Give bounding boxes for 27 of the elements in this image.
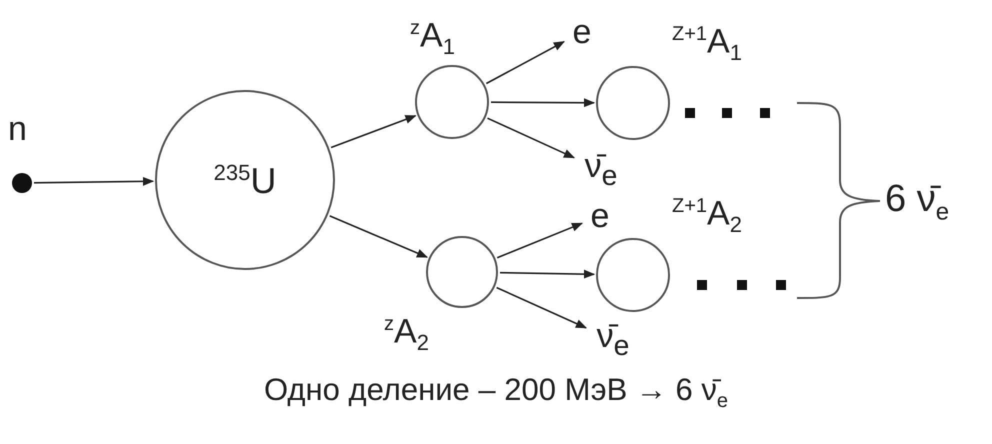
- nucleus-circle: [426, 236, 498, 308]
- nucleus-circle: [415, 65, 489, 139]
- node-label: $^{Z+1}$A$_{1}$: [672, 24, 742, 64]
- particle-dot: [12, 173, 32, 193]
- arrow: [500, 270, 596, 279]
- particle-label: ν̄$_{e}$: [588, 318, 638, 362]
- arrow: [496, 222, 584, 258]
- nucleus-circle: [596, 238, 670, 312]
- arrow: [486, 40, 565, 84]
- arrow: [330, 115, 417, 148]
- arrow: [34, 176, 154, 186]
- nucleus-circle: [596, 66, 670, 140]
- node-label: $^{z}$A$_{1}$: [410, 18, 455, 58]
- arrow: [491, 98, 596, 108]
- nucleus-circle: [155, 90, 335, 270]
- node-label: $^{Z+1}$A$_{2}$: [672, 196, 742, 236]
- arrow: [329, 215, 428, 258]
- particle-label: e: [566, 14, 598, 50]
- arrow: [487, 117, 576, 158]
- sum-label: 6 ν̄$_{e}$: [885, 180, 950, 225]
- particle-label: ν̄$_{e}$: [576, 148, 626, 192]
- node-label: n: [8, 112, 27, 146]
- node-text: $^{235}$U: [214, 162, 276, 198]
- node-label: $^{z}$A$_{2}$: [384, 314, 429, 354]
- particle-label: e: [584, 198, 616, 234]
- caption: Одно деление – 200 МэВ → 6 ν̄$_{e}$: [263, 372, 729, 414]
- arrow: [496, 286, 588, 329]
